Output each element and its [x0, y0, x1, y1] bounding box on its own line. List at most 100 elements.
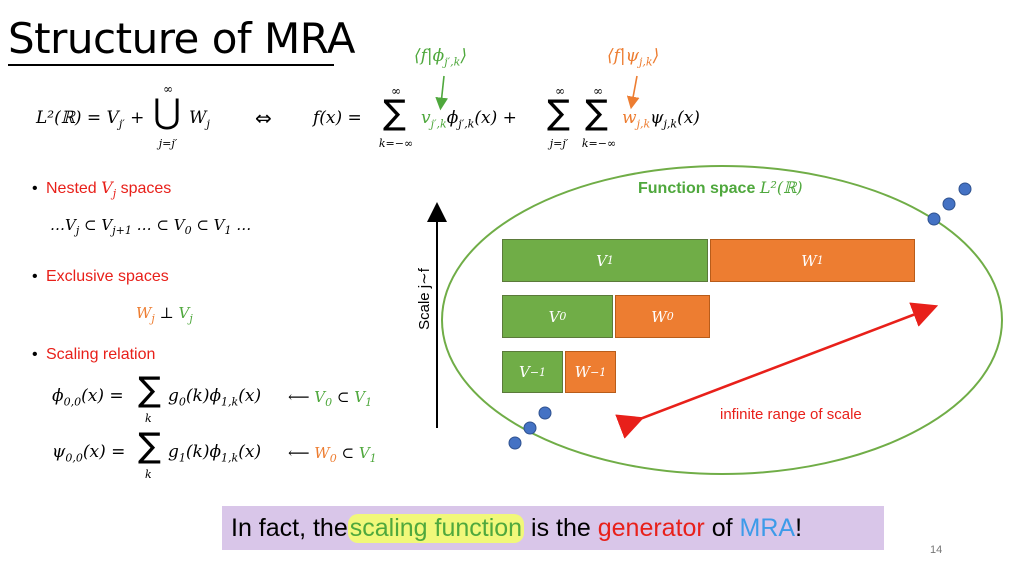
- psi-note: ⟵ W0 ⊂ V1: [288, 444, 377, 465]
- dot-top-1: [958, 182, 972, 196]
- sum3-symbol: ∑: [585, 93, 608, 133]
- psi-rel-end: (x): [238, 442, 262, 462]
- banner-exclaim: !: [795, 513, 803, 542]
- decomposition-rhs: Wj: [189, 108, 210, 130]
- psi-rel-g: g: [168, 442, 179, 462]
- phi-term-sub: j′,k: [458, 117, 475, 131]
- decomposition-lhs-sub: j′: [118, 117, 125, 131]
- phi-rel-end: (x): [238, 386, 262, 406]
- union-top: ∞: [163, 82, 173, 96]
- psi-rel-lhs-sub: 0,0: [65, 451, 83, 465]
- banner-part5: of: [704, 513, 740, 542]
- inner-psi-sub: j,k: [638, 55, 653, 69]
- exclusive-v-sub: j: [189, 312, 193, 325]
- bullet-exclusive: •Exclusive spaces: [32, 268, 169, 286]
- dot-bottom-3: [508, 436, 522, 450]
- psi-arg: (x): [677, 108, 700, 128]
- psi-rel-lhs: ψ: [52, 442, 66, 462]
- phi-relation-lhs: ϕ0,0(x) =: [52, 386, 124, 408]
- dot-top-3: [927, 212, 941, 226]
- expansion-middle: vj′,kϕj′,k(x) +: [421, 108, 517, 130]
- psi-term-sub: j,k: [663, 117, 678, 131]
- decomposition-rhs-sub: j: [206, 117, 210, 131]
- bullet-dot: •: [32, 346, 38, 363]
- infinite-range-label: infinite range of scale: [720, 406, 862, 423]
- decomposition-lhs: L²(ℝ) = V: [36, 108, 119, 128]
- block-w1-label: W: [801, 251, 817, 270]
- phi-rel-sum-symbol: ∑: [138, 370, 161, 410]
- chain-4: … ⊂ V: [131, 216, 185, 234]
- expansion-lhs: f(x) =: [313, 108, 362, 128]
- function-space-ellipse: [441, 165, 1003, 475]
- sum2-top: ∞: [555, 84, 565, 98]
- inner-product-phi-label: ⟨f|ϕj′,k⟩: [414, 46, 467, 69]
- conclusion-banner: In fact, the scaling function is the gen…: [222, 506, 884, 550]
- phi-rel-g: g: [168, 386, 179, 406]
- psi-rel-sub1: 1,k: [221, 451, 239, 465]
- inner-product-psi-label: ⟨f|ψj,k⟩: [607, 46, 660, 69]
- block-w0-label: W: [651, 307, 667, 326]
- scale-axis-label: Scale j∼f: [416, 268, 433, 330]
- block-v1-label: V: [596, 251, 607, 270]
- chain-8: …: [231, 216, 252, 234]
- bullet-dot: •: [32, 180, 38, 197]
- psi-relation-lhs: ψ0,0(x) =: [52, 442, 125, 464]
- function-space-text: Function space: [638, 180, 756, 197]
- note2-c-sub: 1: [369, 452, 377, 465]
- iff-symbol: ⇔: [255, 106, 272, 130]
- note1-a: V: [314, 388, 326, 406]
- coef-v-sub: j′,k: [430, 117, 447, 131]
- phi-term: ϕ: [446, 108, 459, 128]
- phi-relation-rhs: g0(k)ϕ1,k(x): [168, 386, 261, 408]
- block-w1-sub: 1: [816, 254, 824, 267]
- phi-note: ⟵ V0 ⊂ V1: [288, 388, 372, 409]
- psi-rel-g-sub: 1: [178, 451, 186, 465]
- exclusive-w: W: [136, 304, 152, 322]
- note1-a-sub: 0: [325, 396, 333, 409]
- inner-phi-sub: j′,k: [444, 55, 461, 69]
- chain-3: j+1: [112, 224, 132, 237]
- exclusive-v: V: [178, 304, 190, 322]
- block-vm1-sub: −1: [529, 365, 547, 379]
- nested-label: Nested: [46, 180, 97, 197]
- sum3-top: ∞: [593, 84, 603, 98]
- psi-relation-rhs: g1(k)ϕ1,k(x): [168, 442, 261, 464]
- banner-mra: MRA: [739, 513, 796, 542]
- note1-c-sub: 1: [365, 396, 373, 409]
- dot-top-2: [942, 197, 956, 211]
- dot-bottom-2: [523, 421, 537, 435]
- phi-arrow: [435, 75, 449, 111]
- inner-psi-text: ⟨f|ψ: [607, 46, 639, 66]
- psi-rel-mid2: (k)ϕ: [185, 442, 222, 462]
- phi-arg: (x) +: [474, 108, 517, 128]
- nested-suffix: spaces: [120, 180, 172, 197]
- note2-c: V: [358, 444, 370, 462]
- coef-w: w: [622, 108, 637, 128]
- expansion-rhs: wj,kψj,k(x): [622, 108, 700, 130]
- phi-rel-lhs-sub: 0,0: [63, 395, 82, 409]
- block-vm1-label: V: [518, 363, 530, 381]
- block-wm1-sub: −1: [590, 365, 607, 379]
- block-v0-sub: 0: [559, 310, 567, 323]
- sum2-symbol: ∑: [547, 93, 570, 133]
- chain-2: ⊂ V: [79, 216, 113, 234]
- scaling-label: Scaling relation: [46, 346, 156, 363]
- banner-generator: generator: [597, 513, 705, 542]
- exclusive-label: Exclusive spaces: [46, 268, 169, 285]
- note1-subset: ⊂: [332, 388, 355, 406]
- note2-a-sub: 0: [329, 452, 337, 465]
- nested-var: V: [101, 178, 113, 197]
- psi-rel-sum-symbol: ∑: [138, 426, 161, 466]
- phi-rel-g-sub: 0: [178, 395, 186, 409]
- phi-rel-lhs: ϕ: [52, 386, 64, 406]
- chain-5: 0: [184, 224, 192, 237]
- exclusive-relation: Wj ⊥ Vj: [136, 304, 193, 325]
- title-underline: [8, 64, 334, 66]
- chain-6: ⊂ V: [191, 216, 225, 234]
- block-wm1: W−1: [565, 351, 616, 393]
- sum1-bottom: k=−∞: [378, 137, 414, 150]
